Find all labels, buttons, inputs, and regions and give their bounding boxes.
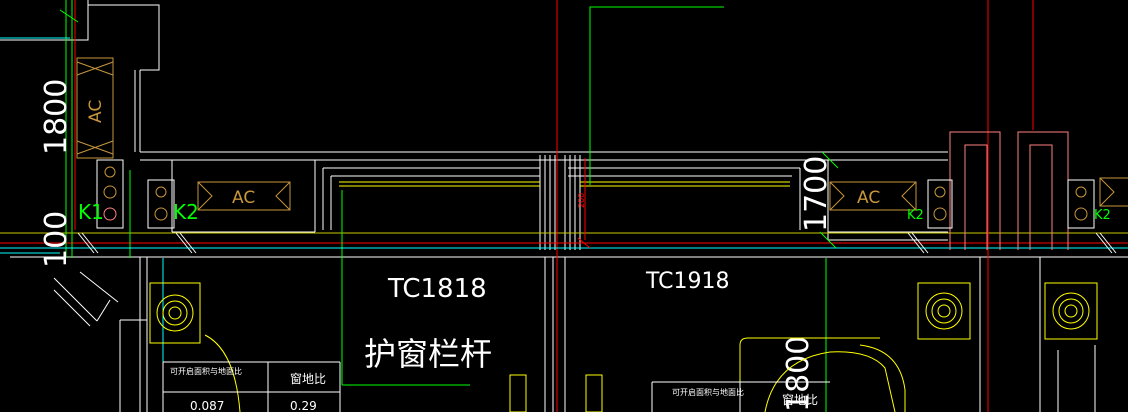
- dim-bottom-right: 1800: [781, 336, 816, 412]
- ac-unit-right[interactable]: AC: [829, 181, 917, 211]
- dim-right-vertical: 1700: [799, 156, 834, 232]
- window-mullion: [539, 155, 581, 250]
- ac-label-right: AC: [857, 188, 880, 208]
- drain-symbols: [96, 159, 1095, 229]
- toilet-fixture-right-1: [917, 282, 971, 340]
- drain-label-k2-right: K2: [1094, 208, 1111, 223]
- drain-label-k2-left: K2: [173, 200, 199, 224]
- ac-label-left: AC: [86, 100, 106, 123]
- drain-label-k2-mid: K2: [907, 208, 924, 223]
- dim-small-red: 200: [577, 193, 586, 208]
- dimension-ticks: [59, 9, 1117, 254]
- window-tag-tc1918: TC1918: [645, 269, 730, 294]
- toilet-fixture-left: [149, 282, 201, 344]
- area-table-right: 可开启面积与地面比 窗地比: [651, 381, 830, 412]
- ac-label-middle: AC: [232, 188, 255, 208]
- misc-fixtures: [204, 334, 1096, 412]
- railing-label: 护窗栏杆: [364, 335, 492, 373]
- cyan-lines: [0, 37, 1128, 412]
- dim-left-lower: 100: [39, 211, 74, 268]
- table-left-value-2: 0.29: [290, 399, 317, 412]
- dim-left-upper: 1800: [39, 79, 74, 155]
- window-glass-lines: [0, 181, 1128, 234]
- table-right-header-2: 窗地比: [782, 393, 818, 407]
- drain-label-k1: K1: [78, 200, 104, 224]
- diagonal-hatch: [53, 271, 119, 327]
- right-columns: [949, 131, 1069, 250]
- area-table-left: 可开启面积与地面比 窗地比 0.087 0.29: [162, 361, 341, 412]
- green-lines: [65, 0, 827, 412]
- ac-unit-middle[interactable]: AC: [197, 181, 291, 211]
- table-right-header-1: 可开启面积与地面比: [672, 387, 744, 397]
- toilet-fixture-right-2: [1044, 282, 1098, 340]
- table-left-value-1: 0.087: [190, 399, 224, 412]
- table-left-header-2: 窗地比: [290, 372, 326, 386]
- table-left-header-1: 可开启面积与地面比: [170, 366, 242, 376]
- ac-unit-left[interactable]: AC: [76, 57, 114, 159]
- window-tag-tc1818: TC1818: [387, 274, 487, 304]
- ac-unit-far-right[interactable]: [1099, 177, 1128, 207]
